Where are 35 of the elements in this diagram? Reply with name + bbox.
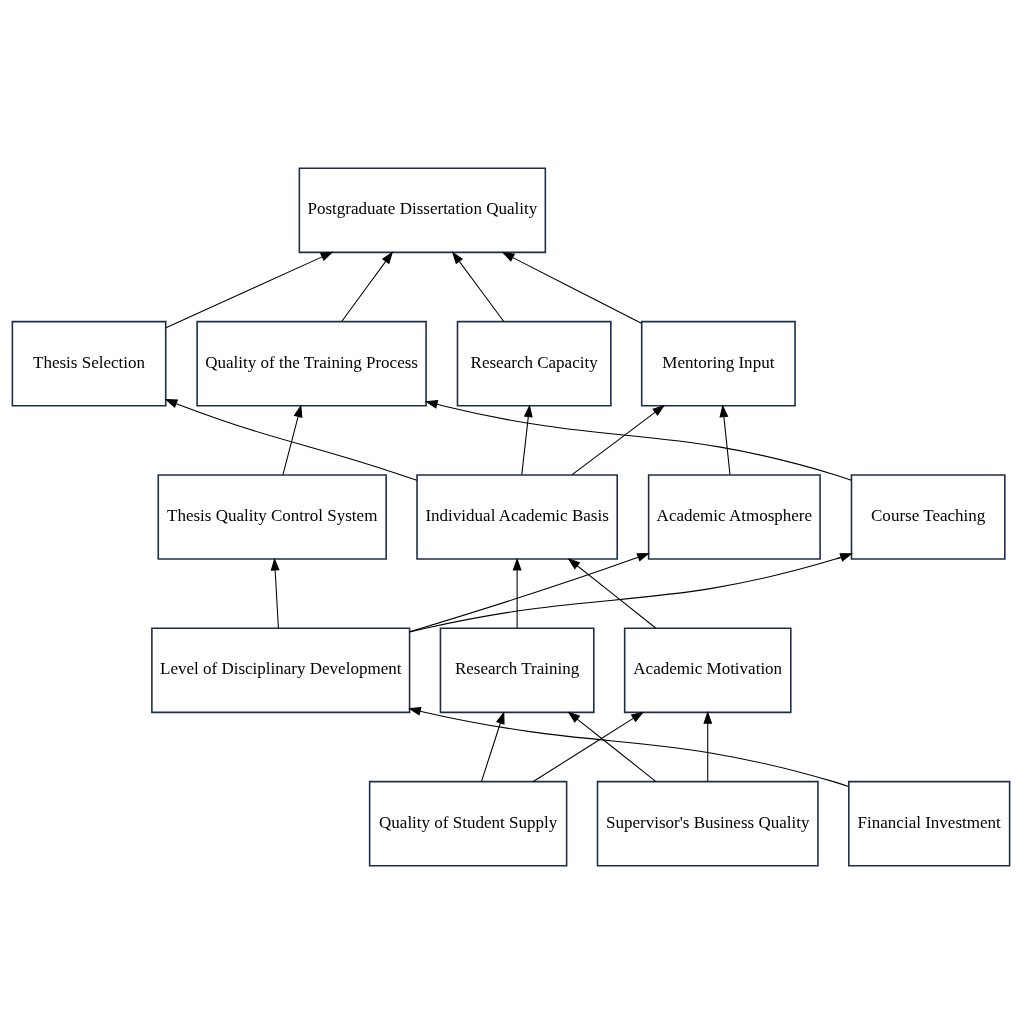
node-box: Academic Motivation bbox=[623, 627, 792, 714]
arrow bbox=[282, 404, 303, 476]
arrow bbox=[501, 251, 642, 324]
node-box: Financial Investment bbox=[848, 780, 1011, 867]
arrow bbox=[164, 399, 418, 481]
arrow bbox=[424, 400, 852, 481]
node-box: Quality of the Training Process bbox=[196, 320, 427, 407]
arrow bbox=[567, 711, 657, 782]
node-box: Postgraduate Dissertation Quality bbox=[298, 167, 547, 254]
arrow bbox=[719, 404, 731, 476]
arrow bbox=[532, 711, 644, 783]
arrow bbox=[409, 552, 650, 633]
arrow bbox=[703, 711, 713, 782]
arrow bbox=[270, 557, 280, 629]
node-box: Thesis Quality Control System bbox=[157, 474, 387, 560]
node-box: Research Capacity bbox=[456, 320, 612, 407]
arrow bbox=[521, 404, 533, 476]
node-box: Level of Disciplinary Development bbox=[151, 627, 411, 714]
arrow bbox=[165, 251, 334, 329]
arrow bbox=[512, 557, 522, 629]
node-box: Research Training bbox=[439, 627, 595, 714]
node-box: Thesis Selection bbox=[11, 320, 167, 407]
arrow bbox=[571, 404, 666, 476]
arrow bbox=[409, 553, 853, 633]
node-box: Supervisor's Business Quality bbox=[596, 780, 819, 867]
node-box: Individual Academic Basis bbox=[416, 474, 618, 560]
arrow bbox=[567, 558, 657, 629]
arrow bbox=[451, 251, 505, 322]
arrow bbox=[341, 251, 394, 322]
arrow bbox=[481, 711, 505, 782]
node-box: Course Teaching bbox=[850, 474, 1006, 560]
node-box: Academic Atmosphere bbox=[647, 474, 821, 560]
arrow bbox=[408, 706, 850, 788]
node-box: Quality of Student Supply bbox=[368, 780, 568, 867]
node-box: Mentoring Input bbox=[640, 320, 796, 407]
